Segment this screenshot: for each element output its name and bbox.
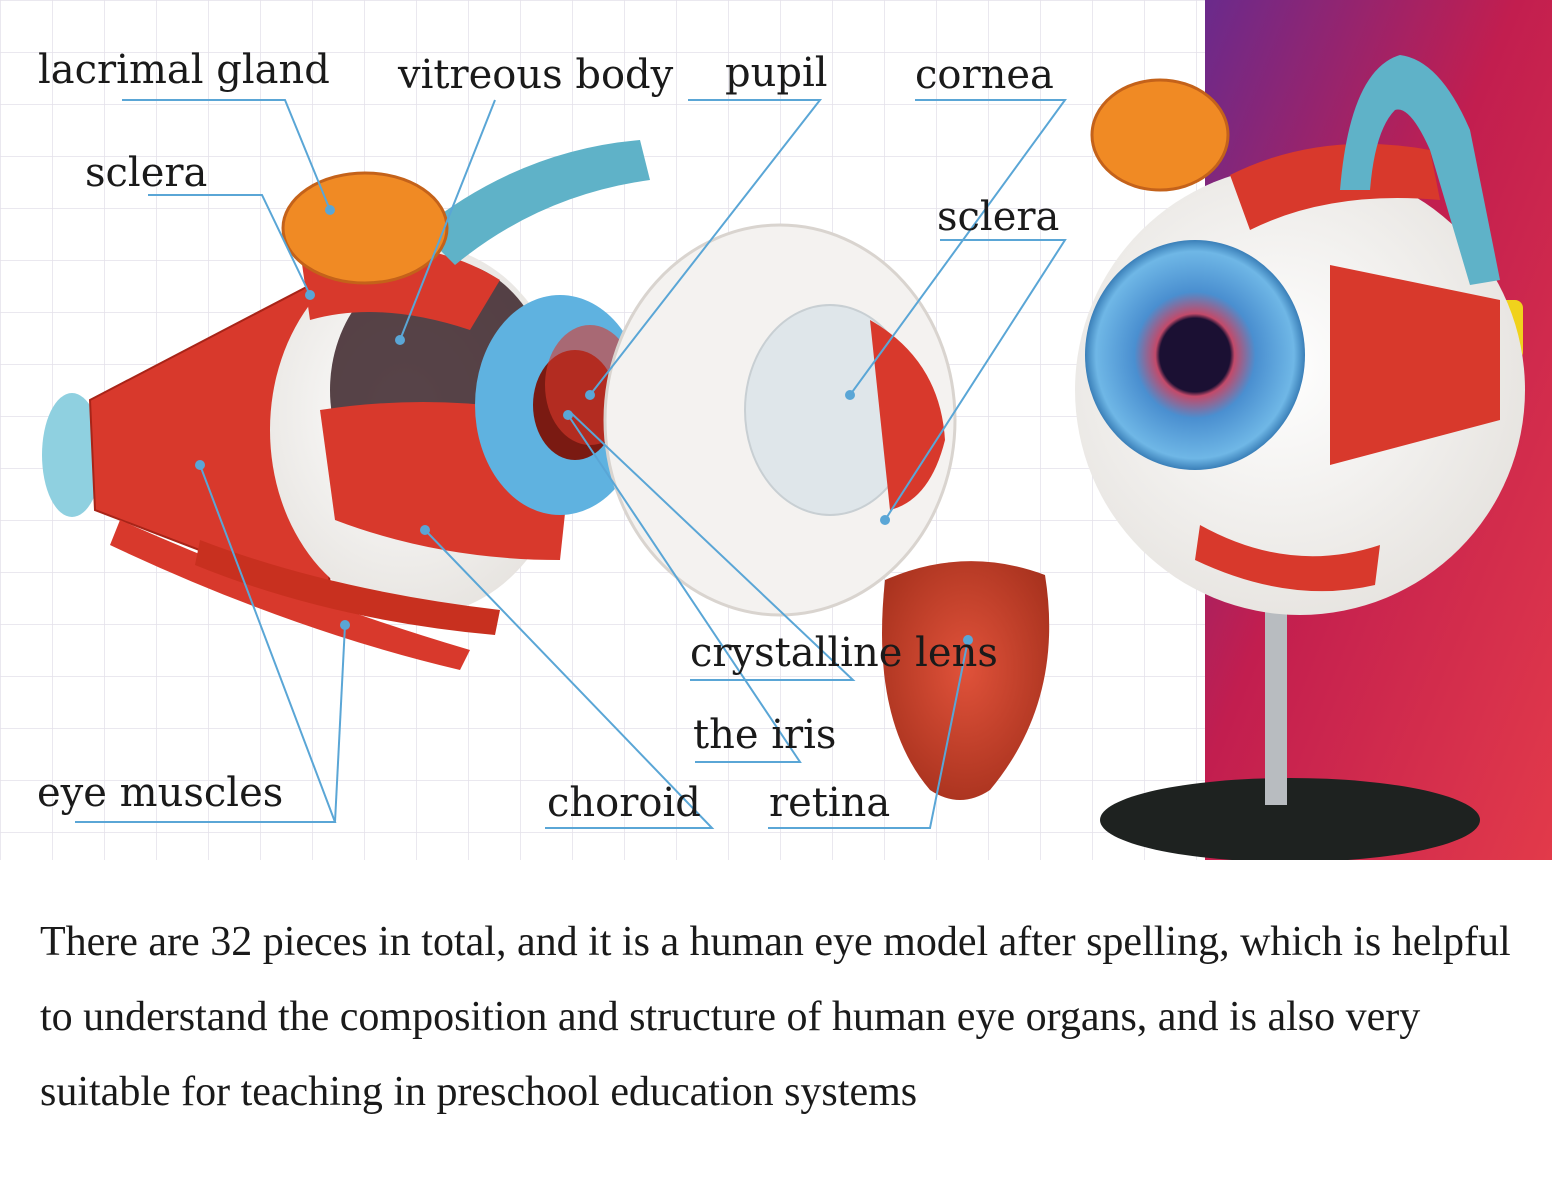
crystalline-lens-piece <box>882 561 1050 800</box>
label-pupil: pupil <box>725 50 828 96</box>
label-eye-muscles: eye muscles <box>37 770 283 816</box>
label-vitreous-body: vitreous body <box>397 52 674 98</box>
leader-lines <box>75 99 1067 829</box>
exploded-eye-model <box>42 140 650 670</box>
cornea-shell-piece <box>603 223 957 617</box>
label-crystalline-lens: crystalline lens <box>690 630 998 676</box>
label-retina: retina <box>769 780 890 826</box>
eye-anatomy-diagram: lacrimal gland vitreous body pupil corne… <box>0 0 1552 860</box>
label-sclera-left: sclera <box>85 150 207 196</box>
assembled-eye-model <box>1075 55 1525 860</box>
label-lacrimal-gland: lacrimal gland <box>38 47 330 93</box>
label-cornea: cornea <box>915 52 1054 98</box>
label-sclera-right: sclera <box>937 194 1059 240</box>
description-caption: There are 32 pieces in total, and it is … <box>40 919 1511 1115</box>
label-the-iris: the iris <box>693 712 836 758</box>
label-choroid: choroid <box>547 780 701 826</box>
